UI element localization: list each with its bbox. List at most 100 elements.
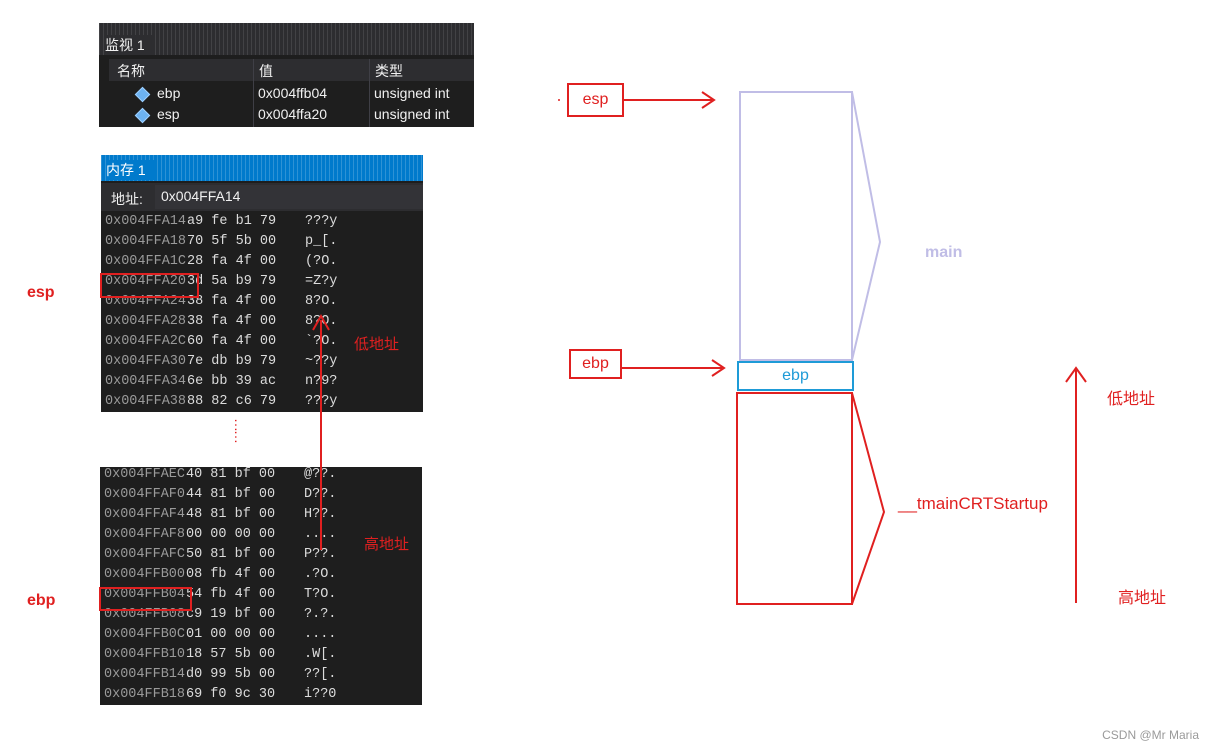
memory-ascii: ??[. (304, 667, 337, 682)
startup-frame (736, 392, 853, 605)
memory-address: 0x004FFAF0 (104, 487, 186, 502)
memory-hex-bytes: 40 81 bf 00 (186, 467, 276, 482)
memory-hex-bytes: 01 00 00 00 (186, 627, 276, 642)
memory-hex-bytes: 70 5f 5b 00 (187, 234, 277, 249)
memory-hex-bytes: 6e bb 39 ac (187, 374, 277, 389)
memory-address: 0x004FFA28 (105, 314, 187, 329)
memory-titlebar[interactable]: 内存 1 (101, 155, 423, 181)
diagram-low-address: 低地址 (1107, 391, 1156, 408)
diagram-high-address: 高地址 (1118, 590, 1167, 607)
ellipsis-annotation: …… (232, 418, 248, 442)
watch-var-value[interactable]: 0x004ffa20 (258, 106, 328, 122)
main-brace (851, 91, 882, 361)
diagram-ebp-label: ebp (569, 349, 622, 379)
memory-hex-bytes: 54 fb 4f 00 (186, 587, 276, 602)
col-value[interactable]: 值 (259, 63, 273, 79)
memory-hex-bytes: 60 fa 4f 00 (187, 334, 277, 349)
memory-address: 0x004FFA1C (105, 254, 187, 269)
memory-address: 0x004FFAF4 (104, 507, 186, 522)
watch-var-value[interactable]: 0x004ffb04 (258, 85, 328, 101)
memory-ascii: p_[. (305, 234, 338, 249)
col-type[interactable]: 类型 (375, 63, 403, 79)
memory-address: 0x004FFAEC (104, 467, 186, 482)
watch-titlebar[interactable]: 监视 1 (99, 23, 474, 55)
watch-panel: 监视 1 名称 值 类型 ebp 0x004ffb04 unsigned int… (99, 23, 474, 127)
memory-address: 0x004FFB14 (104, 667, 186, 682)
watch-row[interactable]: ebp 0x004ffb04 unsigned int (109, 84, 474, 104)
memory-ascii: =Z?y (305, 274, 338, 289)
memory-ascii: .?O. (304, 567, 337, 582)
watermark: CSDN @Mr Maria (1102, 728, 1199, 742)
memory-hex-bytes: 88 82 c6 79 (187, 394, 277, 409)
memory-address: 0x004FFB10 (104, 647, 186, 662)
main-frame (739, 91, 853, 361)
memory-address: 0x004FFA30 (105, 354, 187, 369)
startup-brace (851, 392, 886, 605)
memory-address: 0x004FFA34 (105, 374, 187, 389)
memory-panel: 内存 1 地址: 0x004FFA14 0x004FFA14 a9 fe b1 7… (101, 155, 423, 412)
memory-ascii: ?.?. (304, 607, 337, 622)
ebp-address-highlight (99, 587, 192, 611)
high-address-annotation: 高地址 (364, 536, 410, 553)
watch-title: 监视 1 (105, 35, 153, 55)
memory-address: 0x004FFAFC (104, 547, 186, 562)
watch-column-header: 名称 值 类型 (109, 59, 474, 81)
col-name[interactable]: 名称 (117, 63, 145, 79)
esp-address-highlight (100, 273, 199, 298)
memory-hex-bytes: 69 f0 9c 30 (186, 687, 276, 702)
memory-hex-bytes: 50 81 bf 00 (186, 547, 276, 562)
memory-hex-bytes: a9 fe b1 79 (187, 214, 277, 229)
memory-address: 0x004FFAF8 (104, 527, 186, 542)
memory-hex-bytes: 44 81 bf 00 (186, 487, 276, 502)
memory-ascii: i??0 (304, 687, 337, 702)
memory-address: 0x004FFB0C (104, 627, 186, 642)
address-input[interactable]: 0x004FFA14 (155, 185, 423, 209)
memory-hex-bytes: 7e db b9 79 (187, 354, 277, 369)
memory-ascii: (?O. (305, 254, 338, 269)
memory-ascii: .... (304, 627, 337, 642)
watch-row[interactable]: esp 0x004ffa20 unsigned int (109, 105, 474, 125)
watch-var-name: esp (157, 106, 180, 122)
memory-address: 0x004FFB00 (104, 567, 186, 582)
memory-hex-bytes: 28 fa 4f 00 (187, 254, 277, 269)
watch-var-type: unsigned int (374, 106, 450, 122)
memory-ascii: 8?O. (305, 294, 338, 309)
memory-hex-bytes: 38 fa 4f 00 (187, 314, 277, 329)
ebp-annotation: ebp (27, 592, 56, 609)
ebp-cell-label: ebp (782, 367, 809, 384)
address-label: 地址: (111, 191, 143, 207)
memory-hex-bytes: 18 57 5b 00 (186, 647, 276, 662)
memory-hex-bytes: 00 00 00 00 (186, 527, 276, 542)
memory-address: 0x004FFB18 (104, 687, 186, 702)
memory-title: 内存 1 (106, 160, 154, 180)
memory-ascii: ???y (305, 214, 338, 229)
memory-address-bar: 地址: 0x004FFA14 (101, 183, 423, 211)
memory-hex-bytes: 3d 5a b9 79 (187, 274, 277, 289)
memory-ascii: P??. (304, 547, 337, 562)
main-label: main (925, 244, 963, 261)
watch-var-name: ebp (157, 85, 181, 101)
memory-up-arrowhead (312, 313, 330, 331)
memory-address: 0x004FFB04 (104, 587, 186, 602)
diagram-esp-label: esp (567, 83, 624, 117)
memory-ascii: .W[. (304, 647, 337, 662)
